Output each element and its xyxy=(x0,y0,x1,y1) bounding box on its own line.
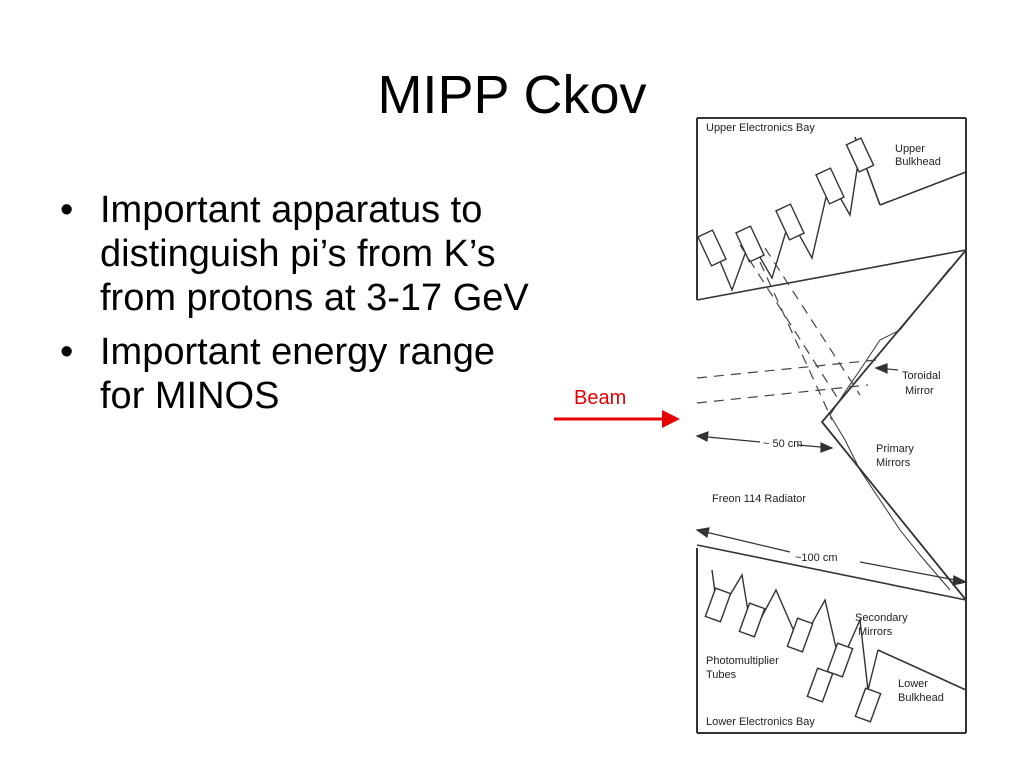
label-toroidal: Toroidal xyxy=(902,370,941,382)
beam-arrow-icon xyxy=(554,410,680,428)
label-primary: Primary xyxy=(876,443,914,455)
label-primary: Mirrors xyxy=(876,457,911,469)
bullet-list: • Important apparatus to distinguish pi’… xyxy=(60,188,530,428)
label-upper-bulkhead: Bulkhead xyxy=(895,156,941,168)
label-pmt: Photomultiplier xyxy=(706,655,779,667)
bullet-text: Important energy range for MINOS xyxy=(100,331,496,417)
bullet-text: Important apparatus to distinguish pi’s … xyxy=(100,189,529,319)
label-toroidal: Mirror xyxy=(905,385,934,397)
label-dim-100: ~100 cm xyxy=(795,552,838,564)
label-lower-bay: Lower Electronics Bay xyxy=(706,716,815,728)
upper-pmt-array xyxy=(697,137,875,292)
label-secondary: Mirrors xyxy=(858,626,893,638)
bullet-dot-icon: • xyxy=(60,331,74,373)
label-pmt: Tubes xyxy=(706,669,737,681)
detector-frame xyxy=(696,117,967,734)
label-lower-bulkhead: Bulkhead xyxy=(898,692,944,704)
dimension-arrows xyxy=(695,363,968,586)
bullet-item: • Important energy range for MINOS xyxy=(60,330,530,418)
beam-label: Beam xyxy=(574,387,627,409)
label-upper-bay: Upper Electronics Bay xyxy=(706,122,815,134)
label-radiator: Freon 114 Radiator xyxy=(712,493,806,505)
bullet-item: • Important apparatus to distinguish pi’… xyxy=(60,188,530,320)
label-lower-bulkhead: Lower xyxy=(898,678,928,690)
bulkheads xyxy=(696,136,967,691)
label-dim-50: ~ 50 cm xyxy=(763,438,802,450)
label-upper-bulkhead: Upper xyxy=(895,143,925,155)
slide-title: MIPP Ckov xyxy=(377,65,647,125)
bullet-dot-icon: • xyxy=(60,189,74,231)
lower-pmt-array xyxy=(704,569,882,723)
label-secondary: Secondary xyxy=(855,612,908,624)
primary-mirrors xyxy=(820,249,967,601)
light-paths xyxy=(696,244,877,421)
